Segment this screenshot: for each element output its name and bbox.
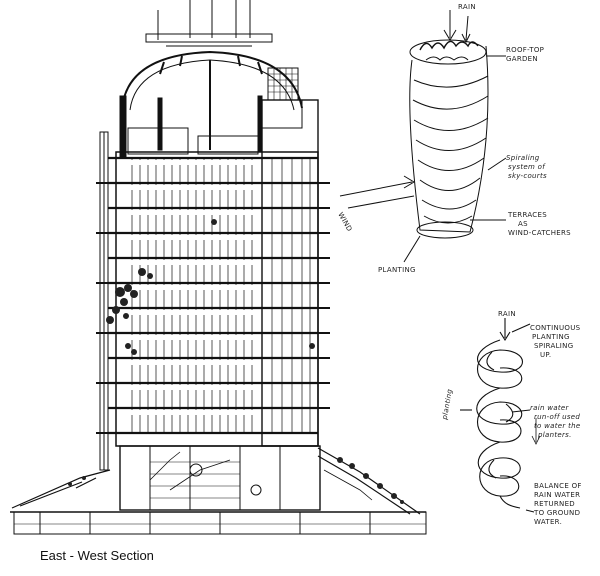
building-section-drawing xyxy=(10,0,427,535)
terraces-label-3: WIND-CATCHERS xyxy=(508,229,571,237)
sky-court-planting xyxy=(106,219,315,355)
continuous-label-1: CONTINUOUS xyxy=(530,324,581,332)
right-ramp xyxy=(317,447,421,515)
figure-caption: East - West Section xyxy=(40,548,154,563)
balance-label-1: BALANCE OF xyxy=(534,482,582,490)
rain-water-label-2: run-off used xyxy=(534,413,580,421)
spiraling-label-3: sky-courts xyxy=(508,172,547,180)
wind-label: WIND xyxy=(336,211,353,233)
left-balconies xyxy=(96,182,108,434)
roof-mast xyxy=(145,0,273,47)
left-ramp xyxy=(11,469,111,509)
floor-slabs xyxy=(108,156,318,435)
balance-label-2: RAIN WATER xyxy=(534,491,580,499)
roof-arch xyxy=(121,50,303,150)
spiraling-label-1: Spiraling xyxy=(506,154,540,162)
balance-label-4: TO GROUND xyxy=(533,509,580,517)
window-mullions xyxy=(131,158,311,433)
bottom-sketch-labels: RAIN CONTINUOUS PLANTING SPIRALING UP. p… xyxy=(441,310,582,526)
rain-water-label-1: rain water xyxy=(530,404,570,412)
spiraling-label-2: system of xyxy=(508,163,546,171)
terraces-label-1: TERRACES xyxy=(507,211,547,219)
balance-label-3: RETURNED xyxy=(534,500,575,508)
planting-label-2: planting xyxy=(441,388,454,421)
continuous-label-4: UP. xyxy=(540,351,551,359)
continuous-label-2: PLANTING xyxy=(532,333,570,341)
planting-label: PLANTING xyxy=(378,266,416,274)
balance-label-5: WATER. xyxy=(534,518,562,526)
spiral-tower-sketch xyxy=(339,10,507,263)
roof-grid-box xyxy=(261,67,303,129)
rain-label-2: RAIN xyxy=(498,310,516,318)
terraces-label-2: AS xyxy=(518,220,528,228)
rain-water-label-4: planters. xyxy=(537,431,572,439)
podium xyxy=(119,445,321,511)
roof-top-garden-label-1: ROOF-TOP xyxy=(506,46,544,54)
rain-label: RAIN xyxy=(458,3,476,11)
rain-water-label-3: to water the xyxy=(534,422,581,430)
continuous-label-3: SPIRALING xyxy=(534,342,573,350)
right-balconies xyxy=(318,182,330,409)
roof-top-garden-label-2: GARDEN xyxy=(506,55,538,63)
spiral-planting-sketch xyxy=(460,318,541,513)
